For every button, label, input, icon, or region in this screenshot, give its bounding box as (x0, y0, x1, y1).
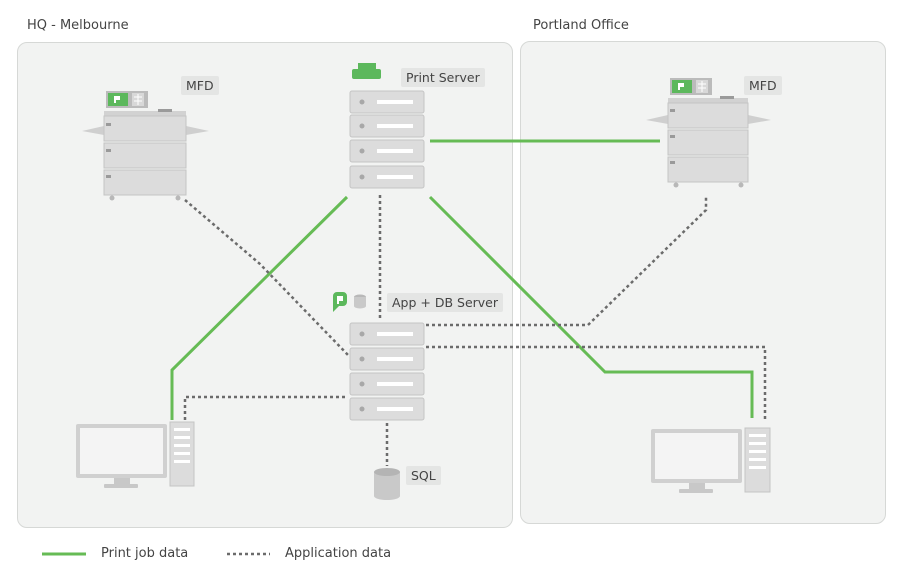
app-line-hq-workstation-to-appserver (183, 395, 348, 420)
print-job-lines (170, 139, 754, 420)
hq-workstation-icon (76, 421, 195, 488)
app-line-hq-mfd-to-appserver (184, 199, 349, 356)
legend-print-job-label: Print job data (101, 546, 189, 561)
print-server-label: Print Server (401, 68, 485, 87)
region-title-portland: Portland Office (533, 18, 629, 33)
mfd-portland-icon (646, 78, 771, 188)
app-line-appserver-to-portland-workstation (426, 345, 767, 420)
app-db-server-icon (333, 292, 425, 421)
mfd-hq-icon (82, 91, 209, 201)
mfd-portland-label: MFD (744, 76, 782, 95)
app-line-appserver-to-portland-mfd (426, 195, 708, 327)
app-db-server-label: App + DB Server (387, 293, 504, 312)
print-line-server-to-portland-workstation (428, 195, 754, 418)
region-title-hq: HQ - Melbourne (27, 18, 129, 33)
print-server-icon (349, 63, 425, 189)
legend-application-label: Application data (285, 546, 392, 561)
sql-database-icon (374, 468, 400, 500)
print-line-server-to-hq-workstation (170, 195, 349, 420)
application-data-lines (183, 195, 767, 466)
mfd-hq-label: MFD (181, 76, 219, 95)
portland-workstation-icon (651, 427, 771, 493)
sql-label: SQL (406, 466, 441, 485)
